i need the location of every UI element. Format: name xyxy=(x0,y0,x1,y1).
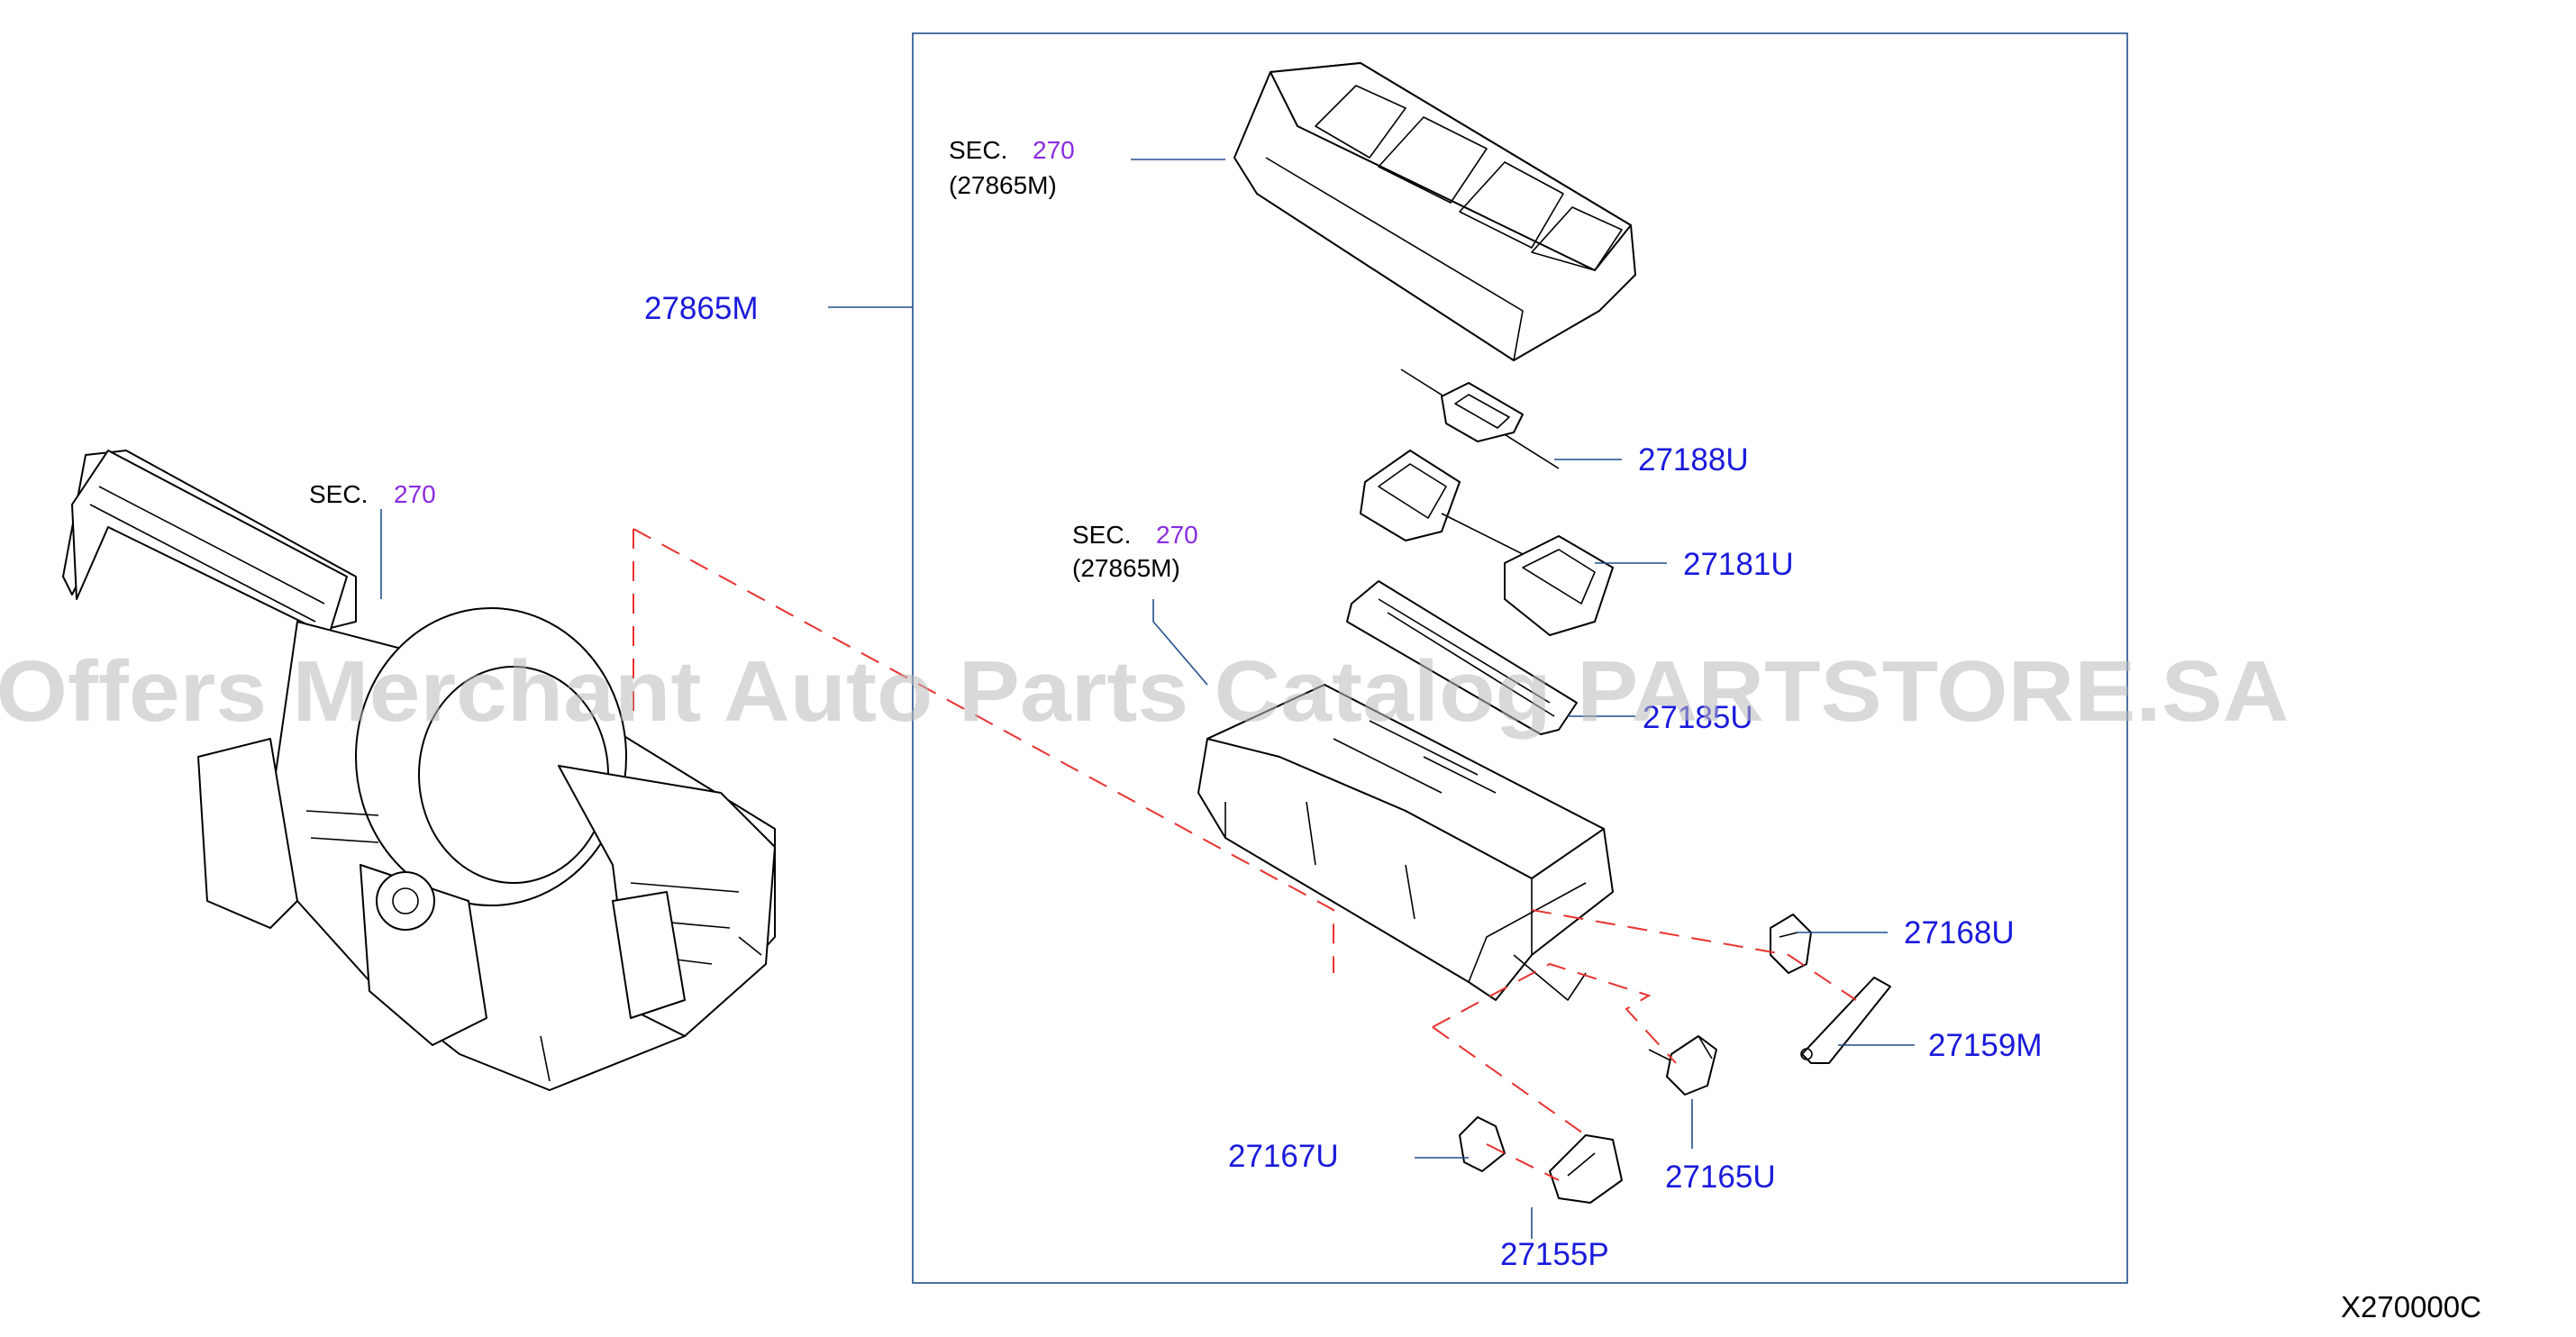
part-27188u-illustration xyxy=(1400,368,1560,469)
heater-unit-assembly-illustration xyxy=(62,450,776,1091)
sec-ref-number[interactable]: 270 xyxy=(1156,521,1198,549)
part-label-27165u[interactable]: 27165U xyxy=(1665,1160,1776,1195)
part-label-27167u[interactable]: 27167U xyxy=(1228,1139,1339,1174)
sec-ref-sub: (27865M) xyxy=(949,171,1057,199)
part-label-27181u[interactable]: 27181U xyxy=(1683,547,1794,582)
part-27168u-illustration xyxy=(1770,914,1812,974)
sec-ref-label: SEC. xyxy=(949,136,1007,164)
part-27159m-illustration xyxy=(1800,977,1891,1064)
intake-duct-illustration xyxy=(1233,62,1636,361)
sec-ref-sub: (27865M) xyxy=(1072,554,1180,582)
part-label-27188u[interactable]: 27188U xyxy=(1638,442,1749,478)
dashed-relation-lines xyxy=(633,528,1857,1181)
part-label-27159m[interactable]: 27159M xyxy=(1928,1028,2042,1063)
sec-ref-number[interactable]: 270 xyxy=(394,480,436,508)
part-27185u-illustration xyxy=(1346,580,1578,735)
diagram-code: X270000C xyxy=(2341,1290,2481,1323)
leader-lines xyxy=(380,159,1915,1239)
part-label-27185u[interactable]: 27185U xyxy=(1643,700,1753,735)
sec-ref-label: SEC. xyxy=(1072,521,1131,549)
part-27167u-illustration xyxy=(1459,1116,1506,1172)
part-label-27865m[interactable]: 27865M xyxy=(644,291,758,326)
sec-ref-number[interactable]: 270 xyxy=(1033,136,1075,164)
sec-ref-label: SEC. xyxy=(309,480,368,508)
part-27165u-illustration xyxy=(1648,1035,1717,1096)
part-27155p-illustration xyxy=(1549,1134,1623,1204)
heater-case-illustration xyxy=(1197,684,1614,1001)
assembly-frame xyxy=(912,32,2128,1284)
part-label-27168u[interactable]: 27168U xyxy=(1904,915,2015,950)
part-27181u-illustration xyxy=(1360,450,1614,636)
part-label-27155p[interactable]: 27155P xyxy=(1500,1237,1609,1272)
watermark-text: Offers Merchant Auto Parts Catalog PARTS… xyxy=(0,643,2289,740)
